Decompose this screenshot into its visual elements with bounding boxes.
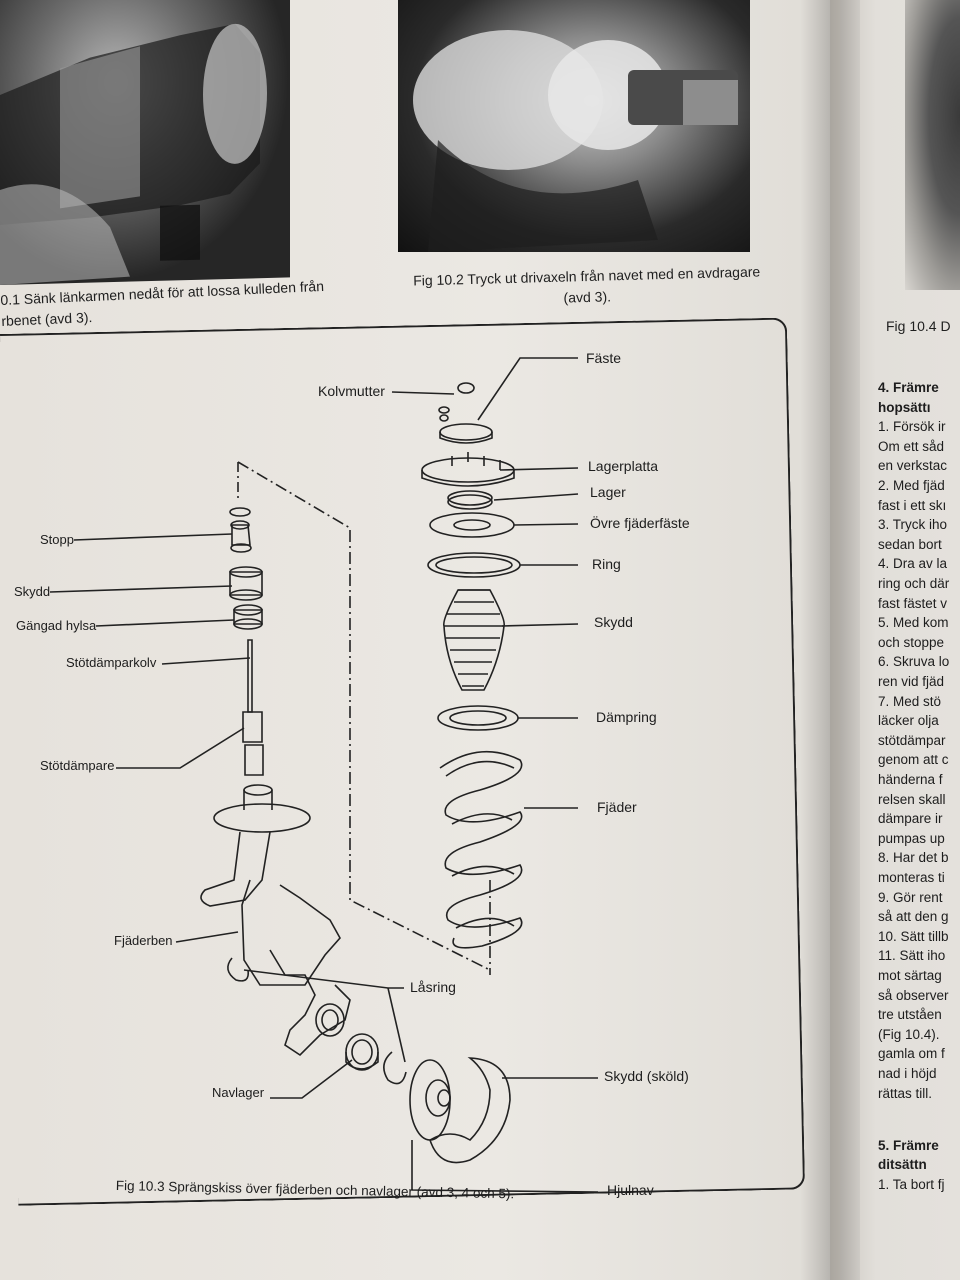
label-skydd-left: Skydd <box>14 584 51 599</box>
label-fjader: Fjäder <box>597 799 637 815</box>
right-column-line: pumpas up <box>878 830 945 846</box>
right-column-line: 2. Med fjäd <box>878 478 945 493</box>
right-column-line: 10. Sätt tillb <box>878 928 949 944</box>
right-column-line: 1. Försök ir <box>878 419 946 435</box>
right-column-line: nad i höjd <box>878 1066 937 1081</box>
right-column-line: 6. Skruva lo <box>878 654 950 670</box>
photo-fig-10-1-drawing <box>0 23 267 285</box>
right-column-line: fast fästet v <box>878 595 948 611</box>
label-ovre-fjaderfaste: Övre fjäderfäste <box>590 515 690 531</box>
right-column-line: ring och där <box>878 576 950 591</box>
right-column-line: monteras ti <box>878 870 945 885</box>
right-column-line: händerna f <box>878 772 943 787</box>
right-column-line: hopsättı <box>878 399 931 415</box>
label-hjulnav: Hjulnav <box>607 1182 654 1198</box>
right-column-line: läcker olja <box>878 713 939 729</box>
photo-fig-10-2 <box>398 0 750 252</box>
right-column-line: 3. Tryck iho <box>878 517 948 533</box>
book-gutter <box>800 0 860 1280</box>
photo-fig-10-2-drawing <box>413 30 738 252</box>
right-column-line: 4. Främre <box>878 380 939 395</box>
right-column-line: sedan bort <box>878 536 942 552</box>
right-column-line: 11. Sätt iho <box>878 948 946 964</box>
right-column-line: stötdämpar <box>878 732 946 748</box>
label-stotdampare: Stötdämpare <box>40 758 115 773</box>
right-column-line: 5. Med kom <box>878 615 949 631</box>
right-column-line: Om ett såd <box>878 438 945 454</box>
right-column-line: dämpare ir <box>878 811 943 827</box>
label-stopp: Stopp <box>40 532 74 547</box>
right-column-line: så observer <box>878 987 949 1003</box>
section-5-heading-line-1: 5. Främre <box>878 1138 939 1153</box>
label-lagerplatta: Lagerplatta <box>588 458 659 474</box>
label-navlager: Navlager <box>212 1085 265 1100</box>
right-column-line: mot särtag <box>878 968 942 983</box>
right-column-line: gamla om f <box>878 1046 945 1062</box>
right-column-line: 4. Dra av la <box>878 556 948 572</box>
label-skydd-right: Skydd <box>594 614 633 630</box>
right-column-line: en verkstac <box>878 458 948 474</box>
label-kolvmutter: Kolvmutter <box>318 383 385 399</box>
label-lager: Lager <box>590 484 626 500</box>
right-column-line: genom att c <box>878 752 949 768</box>
right-column-line: ren vid fjäd <box>878 674 945 689</box>
right-column-line: (Fig 10.4). <box>878 1026 940 1042</box>
right-column-line: rättas till. <box>878 1085 933 1101</box>
right-column-line: 9. Gör rent <box>878 889 943 905</box>
label-stotdamparkolv: Stötdämparkolv <box>66 655 157 670</box>
label-dampring: Dämpring <box>596 709 657 725</box>
label-ring: Ring <box>592 556 621 572</box>
photo-fig-10-1 <box>0 0 290 285</box>
right-column-line: 7. Med stö <box>878 693 942 709</box>
caption-fig-10-4: Fig 10.4 D <box>886 318 951 334</box>
label-lasring: Låsring <box>410 979 456 995</box>
label-skydd-skold: Skydd (sköld) <box>604 1068 689 1084</box>
section-5-heading-line-2: ditsättn <box>878 1157 927 1172</box>
right-column-line: och stoppe <box>878 634 945 650</box>
label-faste: Fäste <box>586 350 622 366</box>
right-column-line: fast i ett skı <box>878 497 947 513</box>
right-column-line: relsen skall <box>878 791 946 807</box>
right-column-line: 8. Har det b <box>878 850 949 866</box>
section-5-step-1: 1. Ta bort fj <box>878 1177 945 1192</box>
right-column-line: tre utståen <box>878 1007 942 1023</box>
photo-fig-10-4 <box>905 0 960 290</box>
label-fjaderben: Fjäderben <box>114 933 173 948</box>
right-column-line: så att den g <box>878 909 949 925</box>
label-gangad-hylsa: Gängad hylsa <box>16 618 97 633</box>
